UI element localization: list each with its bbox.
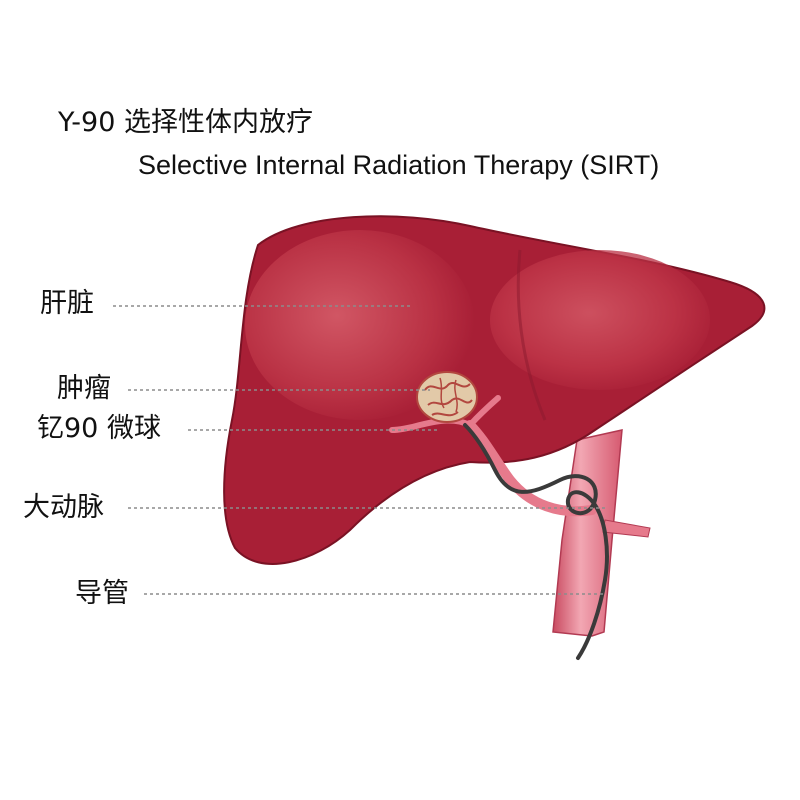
label-catheter: 导管	[75, 578, 129, 609]
tumor	[416, 371, 478, 423]
title-english: Selective Internal Radiation Therapy (SI…	[138, 150, 660, 180]
liver	[223, 215, 766, 565]
label-liver: 肝脏	[40, 288, 94, 319]
label-artery: 大动脉	[23, 492, 104, 523]
catheter	[463, 423, 609, 660]
title-chinese: Y-90 选择性体内放疗	[58, 107, 313, 138]
leader-lines	[113, 305, 605, 595]
label-tumor: 肿瘤	[57, 373, 111, 404]
label-microspheres: 钇90 微球	[37, 413, 161, 444]
